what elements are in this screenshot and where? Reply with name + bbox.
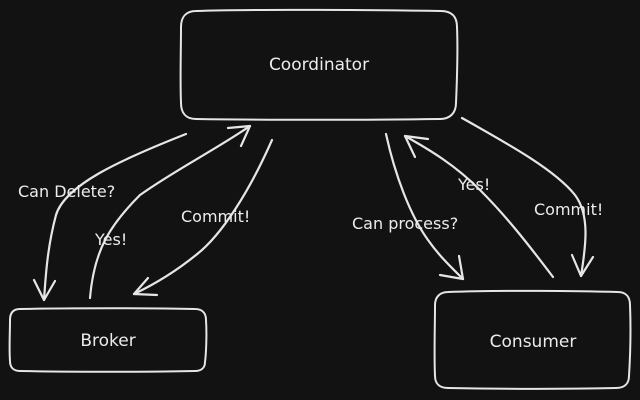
- yes-broker-arrowhead: [226, 124, 252, 148]
- broker-box: [8, 307, 208, 373]
- commit-consumer-arrowhead: [570, 253, 595, 278]
- commit-consumer-label: Commit!: [534, 200, 603, 219]
- coordinator-label: Coordinator: [269, 55, 369, 75]
- can-process-arrowhead: [438, 254, 465, 281]
- coordinator-node: Coordinator: [179, 8, 459, 121]
- consumer-node: Consumer: [433, 289, 632, 390]
- can-delete-arrowhead: [32, 278, 57, 302]
- edge-commit-broker: Commit!: [132, 138, 274, 297]
- edge-can-delete: Can Delete?: [18, 132, 188, 302]
- commit-broker-label: Commit!: [181, 207, 250, 226]
- broker-label: Broker: [80, 331, 135, 351]
- edge-yes-broker: Yes!: [88, 124, 252, 300]
- can-delete-arrow: [42, 132, 188, 302]
- broker-node: Broker: [8, 307, 208, 373]
- coordinator-box: [179, 8, 459, 121]
- commit-broker-arrow: [132, 138, 274, 296]
- commit-broker-arrowhead: [132, 276, 159, 297]
- yes-broker-arrow: [88, 124, 252, 300]
- yes-broker-label: Yes!: [94, 230, 127, 249]
- consumer-box: [433, 289, 632, 390]
- yes-consumer-arrow: [403, 134, 555, 279]
- edge-commit-consumer: Commit!: [460, 116, 603, 278]
- can-process-arrow: [384, 132, 465, 281]
- edge-yes-consumer: Yes!: [403, 134, 555, 279]
- yes-consumer-label: Yes!: [457, 175, 490, 194]
- edge-can-process: Can process?: [352, 132, 465, 281]
- can-delete-label: Can Delete?: [18, 182, 115, 201]
- consumer-label: Consumer: [490, 332, 577, 352]
- can-process-label: Can process?: [352, 214, 458, 233]
- commit-consumer-arrow: [460, 116, 587, 278]
- yes-consumer-arrowhead: [403, 134, 430, 159]
